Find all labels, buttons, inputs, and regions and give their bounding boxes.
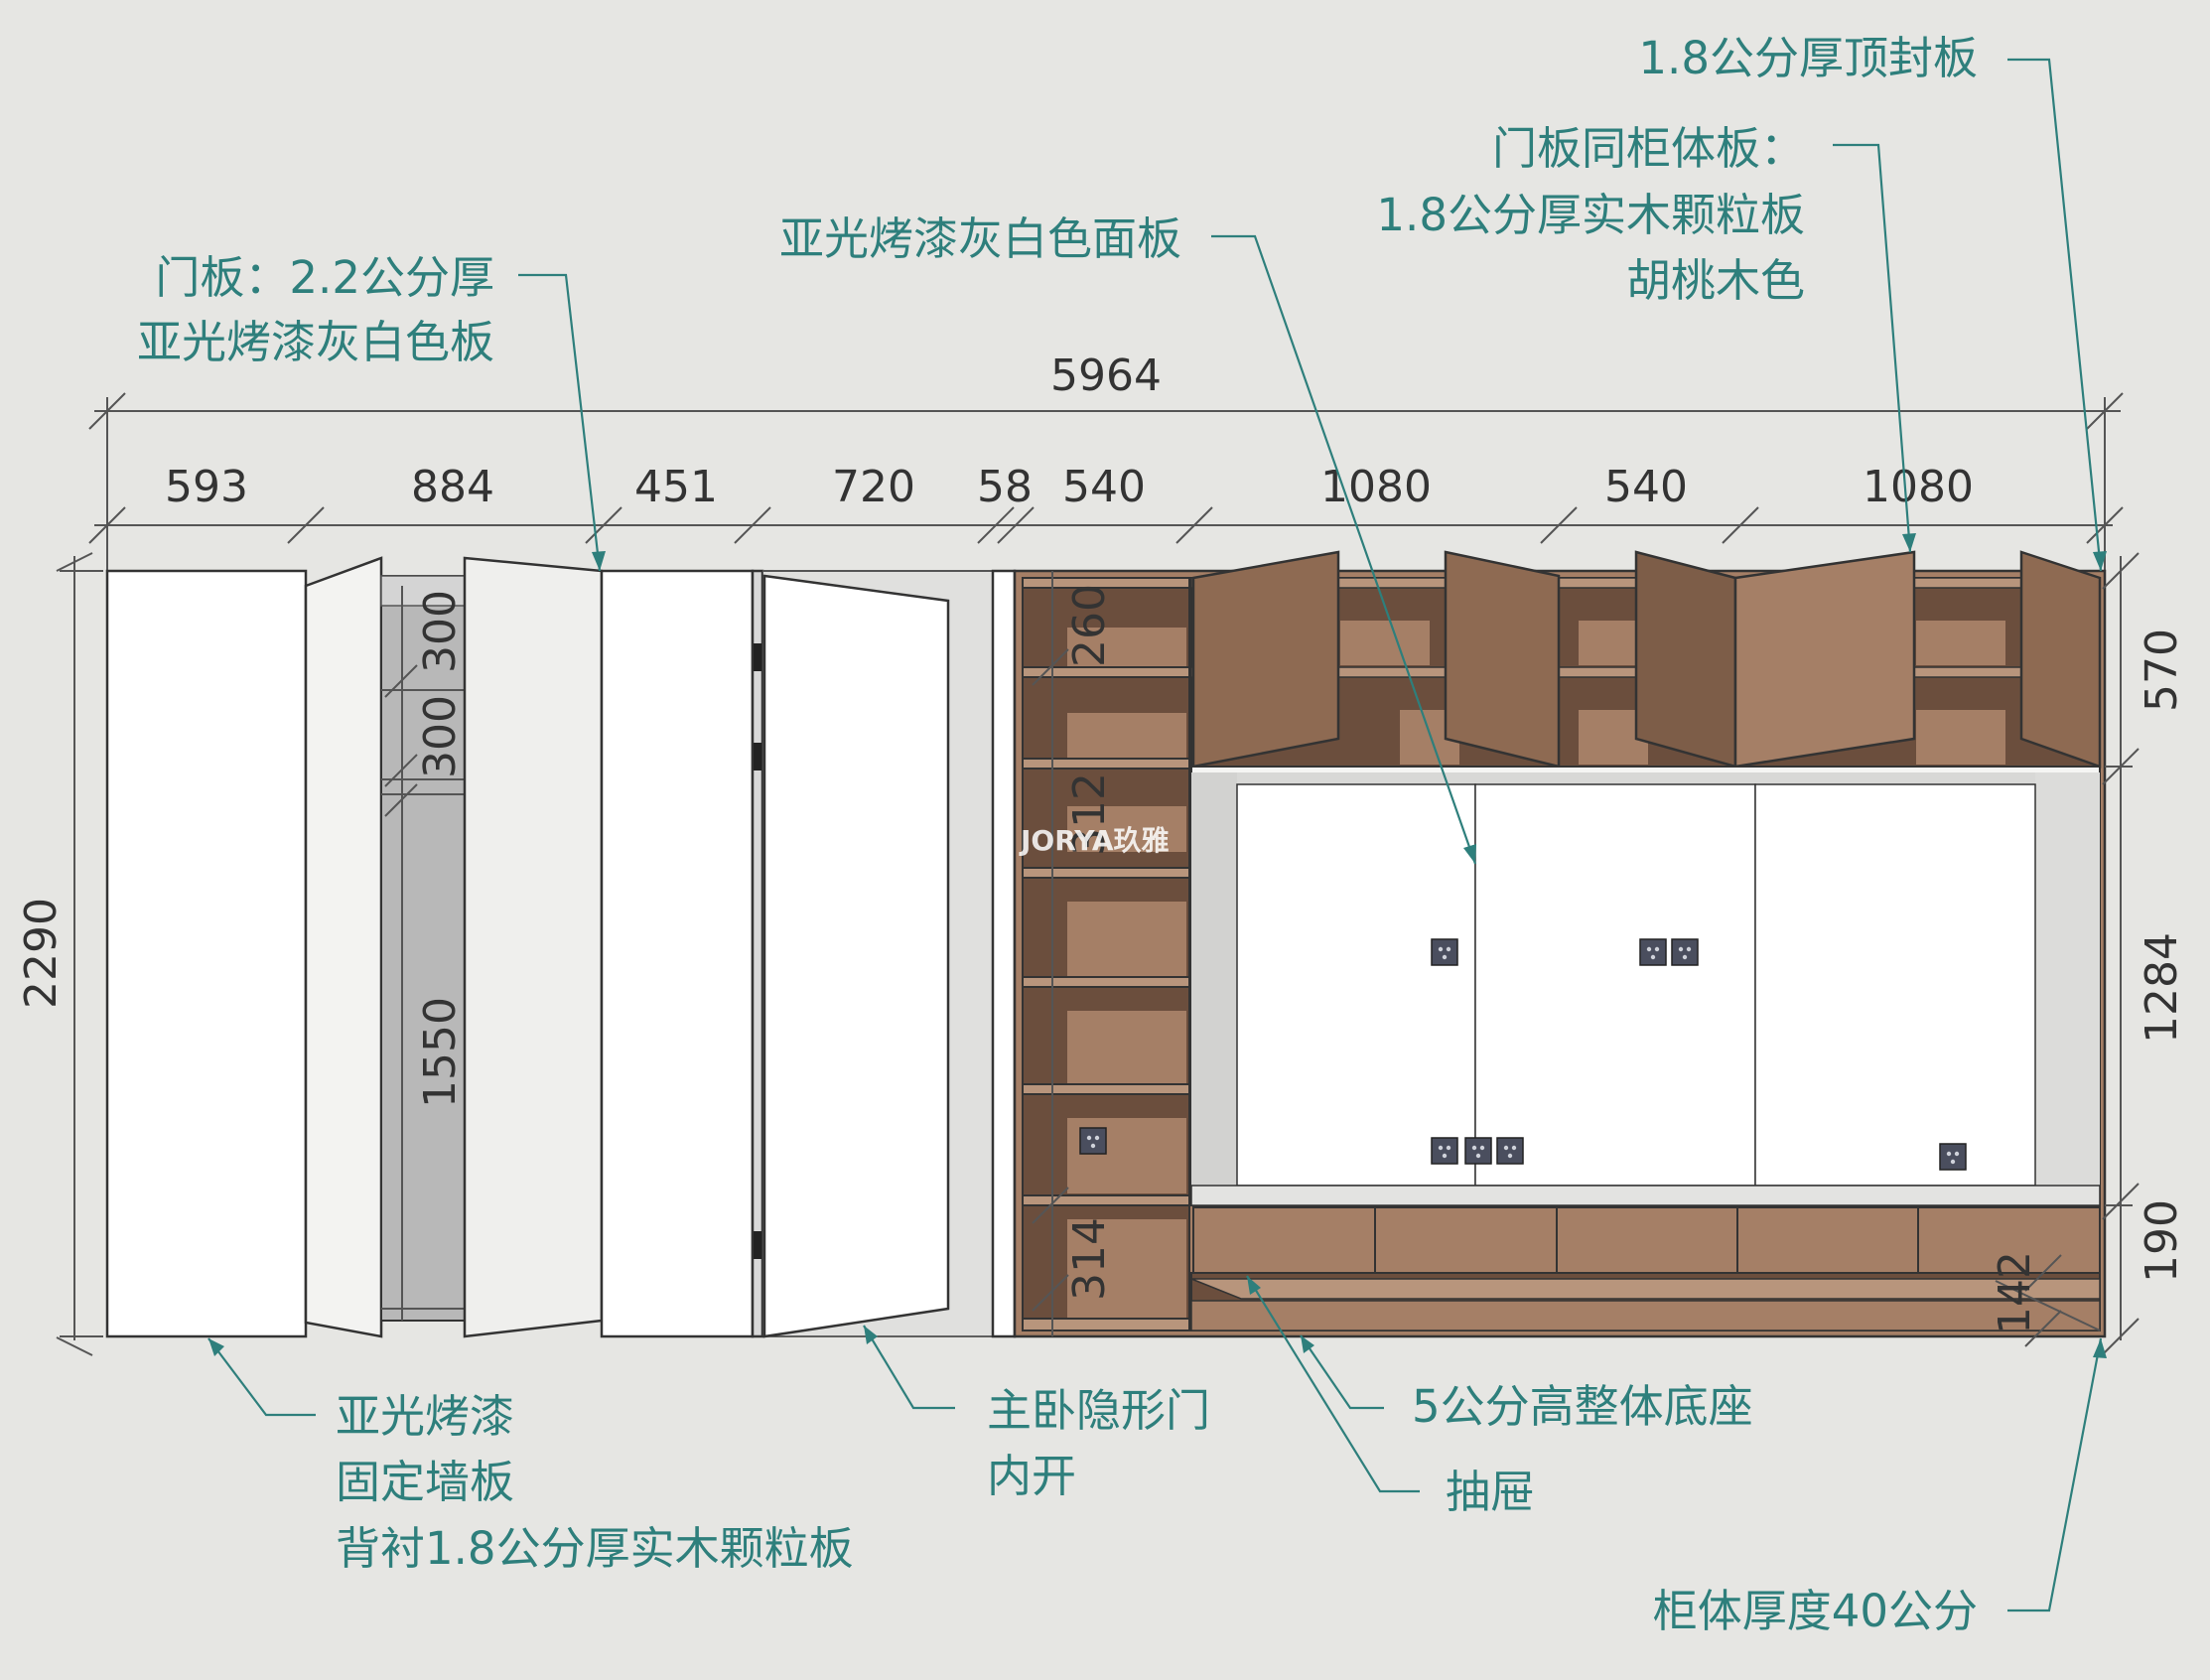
- dim-width-7: 1080: [1320, 462, 1432, 512]
- annotations: 1.8公分厚顶封板 门板同柜体板： 1.8公分厚实木颗粒板 胡桃木色 亚光烤漆灰…: [137, 32, 1978, 1637]
- drawer-1: [1192, 1206, 1376, 1274]
- left-height-dimension: 2290: [16, 552, 103, 1356]
- white-back-panel-1: [1236, 783, 1476, 1187]
- top-dimensions: 5964 593 884 451 720 58 540 1080 540 108…: [88, 350, 2124, 571]
- note-depth: 柜体厚度40公分: [1653, 1585, 1978, 1637]
- dim-width-3: 451: [634, 462, 718, 512]
- drawer-4: [1736, 1206, 1919, 1274]
- left-wardrobe: 300 300 1550: [105, 556, 1017, 1338]
- drawer-3: [1556, 1206, 1738, 1274]
- dim-shelf-h-3: 314: [1064, 1217, 1115, 1301]
- dim-left-h-3: 1550: [415, 997, 466, 1108]
- note-door-same-2: 1.8公分厚实木颗粒板: [1376, 189, 1805, 241]
- wardrobe-interior: [380, 575, 466, 1322]
- dim-right-h-3: 190: [2137, 1199, 2187, 1283]
- dim-width-5: 58: [977, 462, 1033, 512]
- open-door-1: [304, 556, 383, 1338]
- shelf-boards: [1022, 577, 1190, 1331]
- white-back-panel-3: [1754, 783, 2036, 1187]
- note-hidden-1: 主卧隐形门: [987, 1384, 1210, 1437]
- upper-backs: [1340, 621, 2005, 765]
- right-cabinet: 260 312 314 JORYA玖雅: [1013, 550, 2107, 1347]
- note-door-1: 门板：2.2公分厚: [155, 251, 494, 304]
- note-drawer: 抽屉: [1446, 1466, 1535, 1518]
- note-door-same-1: 门板同柜体板：: [1492, 122, 1805, 175]
- note-fixed-3: 背衬1.8公分厚实木颗粒板: [336, 1522, 854, 1575]
- note-door-2: 亚光烤漆灰白色板: [137, 316, 494, 368]
- dim-right-h-2: 1284: [2137, 932, 2187, 1044]
- dim-left-h-1: 300: [415, 590, 466, 673]
- dim-width-1: 593: [165, 462, 248, 512]
- drawer-5: [1917, 1206, 2101, 1274]
- upper-door-2: [1444, 550, 1561, 769]
- dim-height-total: 2290: [16, 898, 67, 1009]
- dim-width-8: 540: [1604, 462, 1688, 512]
- note-top-seal: 1.8公分厚顶封板: [1638, 32, 1978, 84]
- dim-width-9: 1080: [1863, 462, 1974, 512]
- note-door-same-3: 胡桃木色: [1626, 254, 1805, 307]
- open-door-2: [463, 556, 604, 1338]
- dim-left-h-2: 300: [415, 695, 466, 778]
- dim-right-h-1: 570: [2137, 629, 2187, 712]
- closed-door-3: [600, 569, 755, 1338]
- upper-door-5: [2019, 550, 2102, 769]
- side-panel: [751, 569, 764, 1338]
- leader-lines: [207, 58, 2107, 1612]
- separator-panel: [991, 569, 1017, 1338]
- dim-width-2: 884: [411, 462, 494, 512]
- note-fixed-1: 亚光烤漆: [336, 1390, 514, 1443]
- upper-door-4: [1733, 550, 1916, 769]
- dim-total-width: 5964: [1050, 350, 1162, 401]
- dim-width-4: 720: [832, 462, 915, 512]
- hidden-door-leaf: [762, 574, 950, 1338]
- socket-icon: [1079, 1127, 1107, 1155]
- fixed-wall-panel: [105, 569, 308, 1338]
- note-base: 5公分高整体底座: [1412, 1380, 1753, 1433]
- leader-arrowheads: [208, 533, 2107, 1358]
- note-hidden-2: 内开: [987, 1450, 1076, 1502]
- width-ticks: [88, 506, 2124, 544]
- dim-shelf-h-1: 260: [1064, 584, 1115, 667]
- dim-shelf-h-2: 312: [1064, 772, 1115, 856]
- drawers: [1192, 1206, 2101, 1274]
- upper-door-3: [1634, 550, 1737, 769]
- watermark: JORYA玖雅: [1019, 824, 1170, 857]
- note-fixed-2: 固定墙板: [336, 1456, 514, 1508]
- white-back-panel-2: [1474, 783, 1756, 1187]
- drawer-2: [1374, 1206, 1558, 1274]
- dim-base-h: 142: [1990, 1251, 2040, 1334]
- dim-width-6: 540: [1062, 462, 1146, 512]
- right-height-dimensions: 570 1284 190: [2102, 552, 2187, 1355]
- upper-door-1: [1191, 550, 1340, 769]
- note-panel: 亚光烤漆灰白色面板: [779, 212, 1181, 265]
